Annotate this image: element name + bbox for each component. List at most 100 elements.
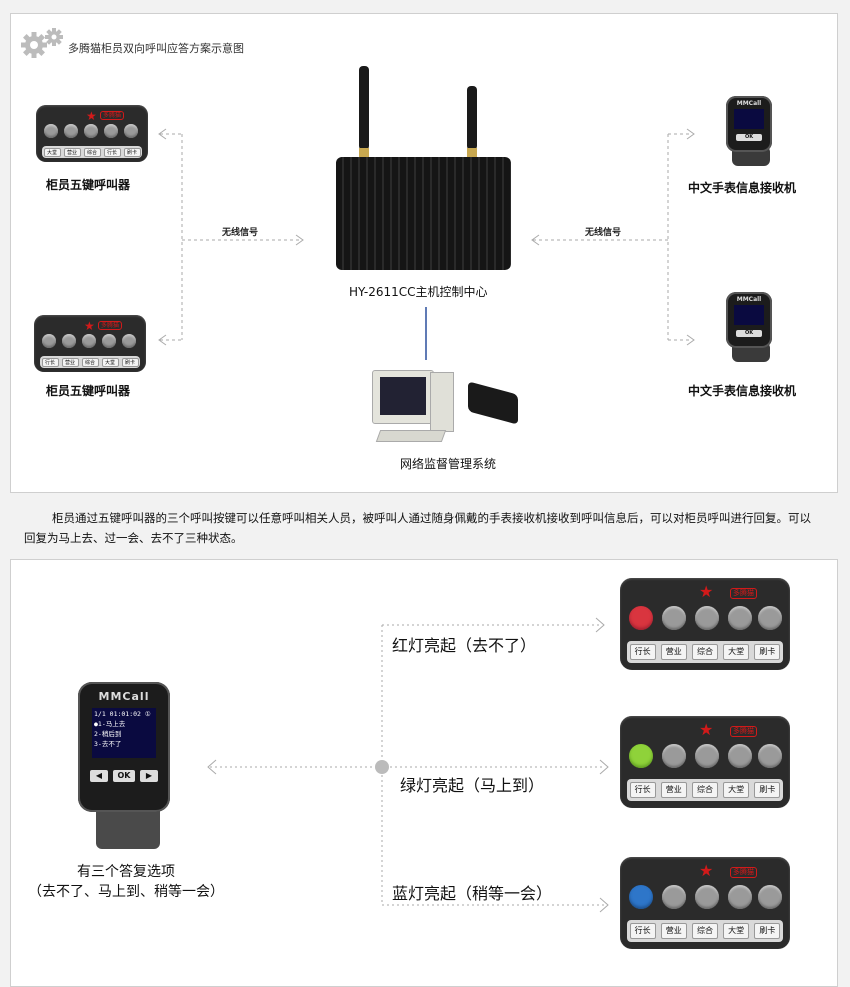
indicator-key-lit — [629, 744, 653, 768]
screen-line: 3-去不了 — [94, 740, 122, 748]
description-text: 柜员通过五键呼叫器的三个呼叫按键可以任意呼叫相关人员，被呼叫人通过随身佩戴的手表… — [24, 511, 811, 545]
key-label: 大堂 — [723, 782, 750, 798]
antenna-connector — [467, 148, 477, 157]
call-key — [82, 334, 96, 348]
key-label-strip: 行长 营业 综合 大堂 刷卡 — [40, 356, 140, 368]
watch-receiver-large: MMCall 1/1 01:01:02 ① ●1-马上去 2-稍后到 3-去不了… — [74, 682, 174, 849]
screen-line: 1/1 01:01:02 ① — [94, 710, 151, 718]
key-label: 刷卡 — [121, 357, 139, 367]
screen-line: 2-稍后到 — [94, 730, 122, 738]
option-blue-label: 蓝灯亮起（稍等一会） — [392, 884, 553, 903]
watch-brand: MMCall — [98, 690, 150, 703]
wireless-connectors — [158, 128, 695, 360]
star-logo-icon: ★ — [84, 319, 95, 333]
watch-caption: 有三个答复选项 （去不了、马上到、稍等一会） — [22, 862, 230, 902]
key-label: 综合 — [83, 147, 101, 157]
caller-label-bottom: 柜员五键呼叫器 — [46, 384, 131, 398]
call-key — [695, 744, 719, 768]
watch-label-bottom: 中文手表信息接收机 — [688, 384, 797, 398]
key-label: 综合 — [691, 782, 718, 798]
key-label-strip: 行长 营业 综合 大堂 刷卡 — [627, 779, 783, 801]
watch-label-top: 中文手表信息接收机 — [688, 181, 797, 195]
option-green-label: 绿灯亮起（马上到） — [400, 776, 545, 795]
brand-badge: 多腾猫 — [730, 867, 757, 878]
call-key — [728, 744, 752, 768]
key-label: 营业 — [660, 923, 687, 939]
computer-tower — [430, 372, 454, 432]
call-key — [758, 606, 782, 630]
key-label-strip: 行长 营业 综合 大堂 刷卡 — [627, 920, 783, 942]
star-logo-icon: ★ — [86, 109, 97, 123]
key-label: 营业 — [63, 147, 81, 157]
antenna-left — [359, 66, 369, 150]
key-label: 行长 — [629, 923, 656, 939]
gear-icon — [21, 28, 63, 58]
call-key — [42, 334, 56, 348]
call-key — [662, 606, 686, 630]
call-key — [102, 334, 116, 348]
pc-label: 网络监督管理系统 — [400, 457, 497, 471]
key-label: 行长 — [103, 147, 121, 157]
key-label: 营业 — [61, 357, 79, 367]
brand-badge: 多腾猫 — [730, 588, 757, 599]
call-key — [662, 744, 686, 768]
antenna-connector — [359, 148, 369, 157]
star-logo-icon: ★ — [699, 720, 714, 739]
call-key — [124, 124, 138, 138]
watch-caption-line2: （去不了、马上到、稍等一会） — [28, 884, 224, 900]
call-key — [44, 124, 58, 138]
star-logo-icon: ★ — [699, 582, 714, 601]
key-label: 行长 — [629, 782, 656, 798]
call-key — [728, 606, 752, 630]
wireless-label-left: 无线信号 — [222, 228, 259, 238]
caller-green-light: ★ 多腾猫 行长 营业 综合 大堂 刷卡 — [620, 716, 790, 808]
controller-label: HY-2611CC主机控制中心 — [349, 285, 488, 299]
key-label: 营业 — [660, 644, 687, 660]
caller-red-light: ★ 多腾猫 行长 营业 综合 大堂 刷卡 — [620, 578, 790, 670]
computer-monitor — [372, 370, 434, 424]
watch-right-key[interactable]: ▶ — [140, 770, 158, 782]
key-label: 综合 — [81, 357, 99, 367]
call-key — [104, 124, 118, 138]
caller-blue-light: ★ 多腾猫 行长 营业 综合 大堂 刷卡 — [620, 857, 790, 949]
junction-dot — [375, 760, 389, 774]
call-key — [62, 334, 76, 348]
key-label: 行长 — [629, 644, 656, 660]
watch-left-key[interactable]: ◀ — [90, 770, 108, 782]
wireless-label-right: 无线信号 — [585, 228, 622, 238]
screen-line: ●1-马上去 — [94, 720, 126, 728]
indicator-key-lit — [629, 606, 653, 630]
call-key — [84, 124, 98, 138]
option-red-label: 红灯亮起（去不了） — [392, 636, 537, 655]
key-label: 刷卡 — [754, 644, 781, 660]
call-key — [64, 124, 78, 138]
call-key — [728, 885, 752, 909]
call-key — [695, 606, 719, 630]
brand-badge: 多腾猫 — [730, 726, 757, 737]
key-label: 大堂 — [101, 357, 119, 367]
key-label: 营业 — [660, 782, 687, 798]
call-key — [695, 885, 719, 909]
key-label: 刷卡 — [754, 782, 781, 798]
brand-badge: 多腾猫 — [100, 111, 125, 120]
watch-ok-key[interactable]: OK — [113, 770, 135, 782]
call-key — [758, 744, 782, 768]
host-controller-box — [336, 157, 511, 270]
key-label: 大堂 — [43, 147, 61, 157]
watch-receiver: MMCall OK — [724, 96, 774, 168]
key-label-strip: 行长 营业 综合 大堂 刷卡 — [627, 641, 783, 663]
key-label: 刷卡 — [123, 147, 141, 157]
key-label: 大堂 — [723, 923, 750, 939]
key-label-strip: 大堂 营业 综合 行长 刷卡 — [42, 146, 142, 158]
key-label: 综合 — [691, 644, 718, 660]
five-key-caller: ★ 多腾猫 行长 营业 综合 大堂 刷卡 — [34, 315, 146, 372]
key-label: 刷卡 — [754, 923, 781, 939]
call-key — [758, 885, 782, 909]
call-key — [662, 885, 686, 909]
watch-caption-line1: 有三个答复选项 — [77, 864, 175, 880]
key-label: 综合 — [691, 923, 718, 939]
call-key — [122, 334, 136, 348]
star-logo-icon: ★ — [699, 861, 714, 880]
key-label: 行长 — [41, 357, 59, 367]
